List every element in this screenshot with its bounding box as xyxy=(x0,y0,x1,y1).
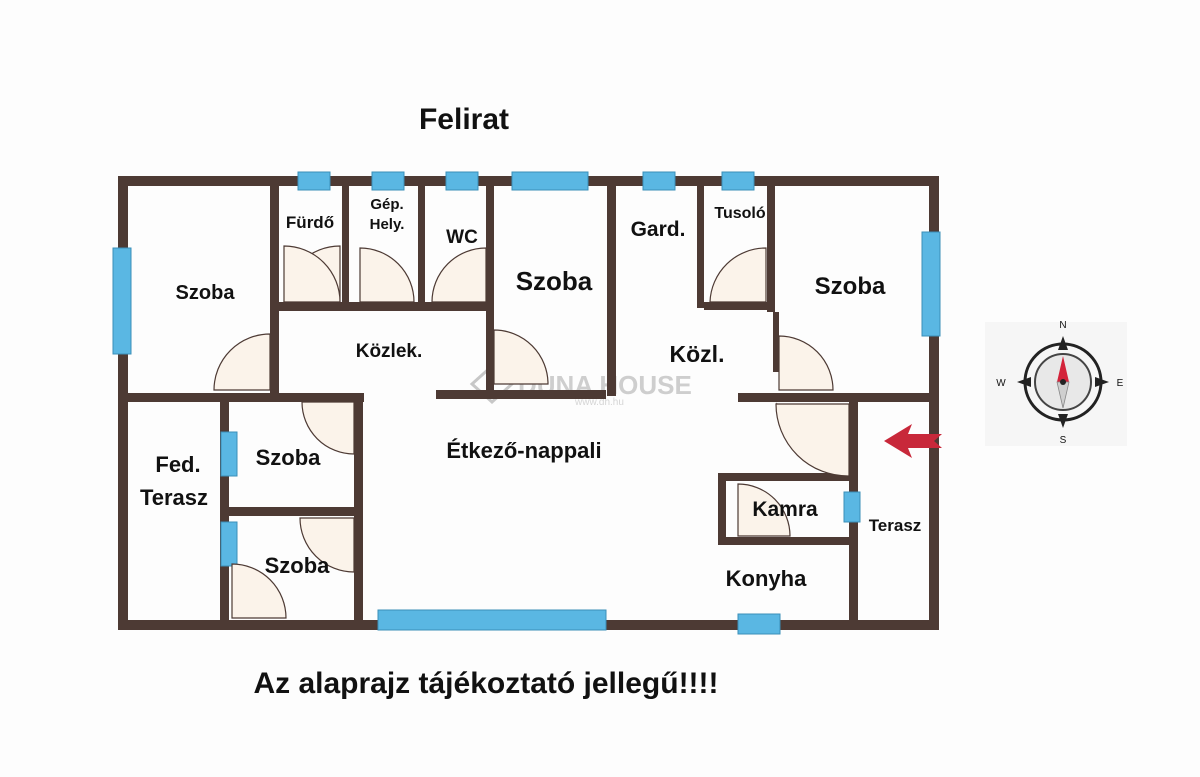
room-label-wc: WC xyxy=(446,227,478,248)
room-label-kozlek: Közlek. xyxy=(356,341,423,362)
room-label-terasz: Terasz xyxy=(869,516,922,535)
compass-s-label: S xyxy=(1060,435,1067,446)
watermark-url: www.dh.hu xyxy=(574,397,624,408)
room-label-fed-2: Terasz xyxy=(140,485,208,510)
room-label-gep-2: Hely. xyxy=(370,216,405,233)
compass-w-label: W xyxy=(996,378,1006,389)
room-label-kamra: Kamra xyxy=(752,498,818,521)
room-labels: Szoba Fürdő Gép. Hely. WC Szoba Gard. Tu… xyxy=(140,196,921,591)
compass-icon: N S W E xyxy=(985,320,1127,446)
windows xyxy=(112,171,941,635)
entrance-arrow-icon xyxy=(884,424,942,458)
compass-n-label: N xyxy=(1059,320,1066,331)
room-label-kozl: Közl. xyxy=(670,341,725,367)
room-label-szoba-mid: Szoba xyxy=(516,266,593,296)
doors xyxy=(213,245,850,619)
room-label-etkezo: Étkező-nappali xyxy=(446,438,601,463)
room-label-gard: Gard. xyxy=(631,218,686,241)
room-label-szoba-w1: Szoba xyxy=(256,445,322,470)
room-label-szoba-w2: Szoba xyxy=(265,553,331,578)
room-label-gep-1: Gép. xyxy=(370,196,403,213)
room-label-szoba-ne: Szoba xyxy=(815,273,886,300)
room-label-tusolo: Tusoló xyxy=(714,205,765,222)
disclaimer-note: Az alaprajz tájékoztató jellegű!!!! xyxy=(253,667,718,700)
plan-title: Felirat xyxy=(419,103,509,136)
room-label-furdo: Fürdő xyxy=(286,213,334,232)
walls xyxy=(118,176,939,630)
room-label-szoba-nw: Szoba xyxy=(176,282,236,304)
room-label-konyha: Konyha xyxy=(726,566,807,591)
room-label-fed-1: Fed. xyxy=(155,452,200,477)
compass-e-label: E xyxy=(1117,378,1124,389)
